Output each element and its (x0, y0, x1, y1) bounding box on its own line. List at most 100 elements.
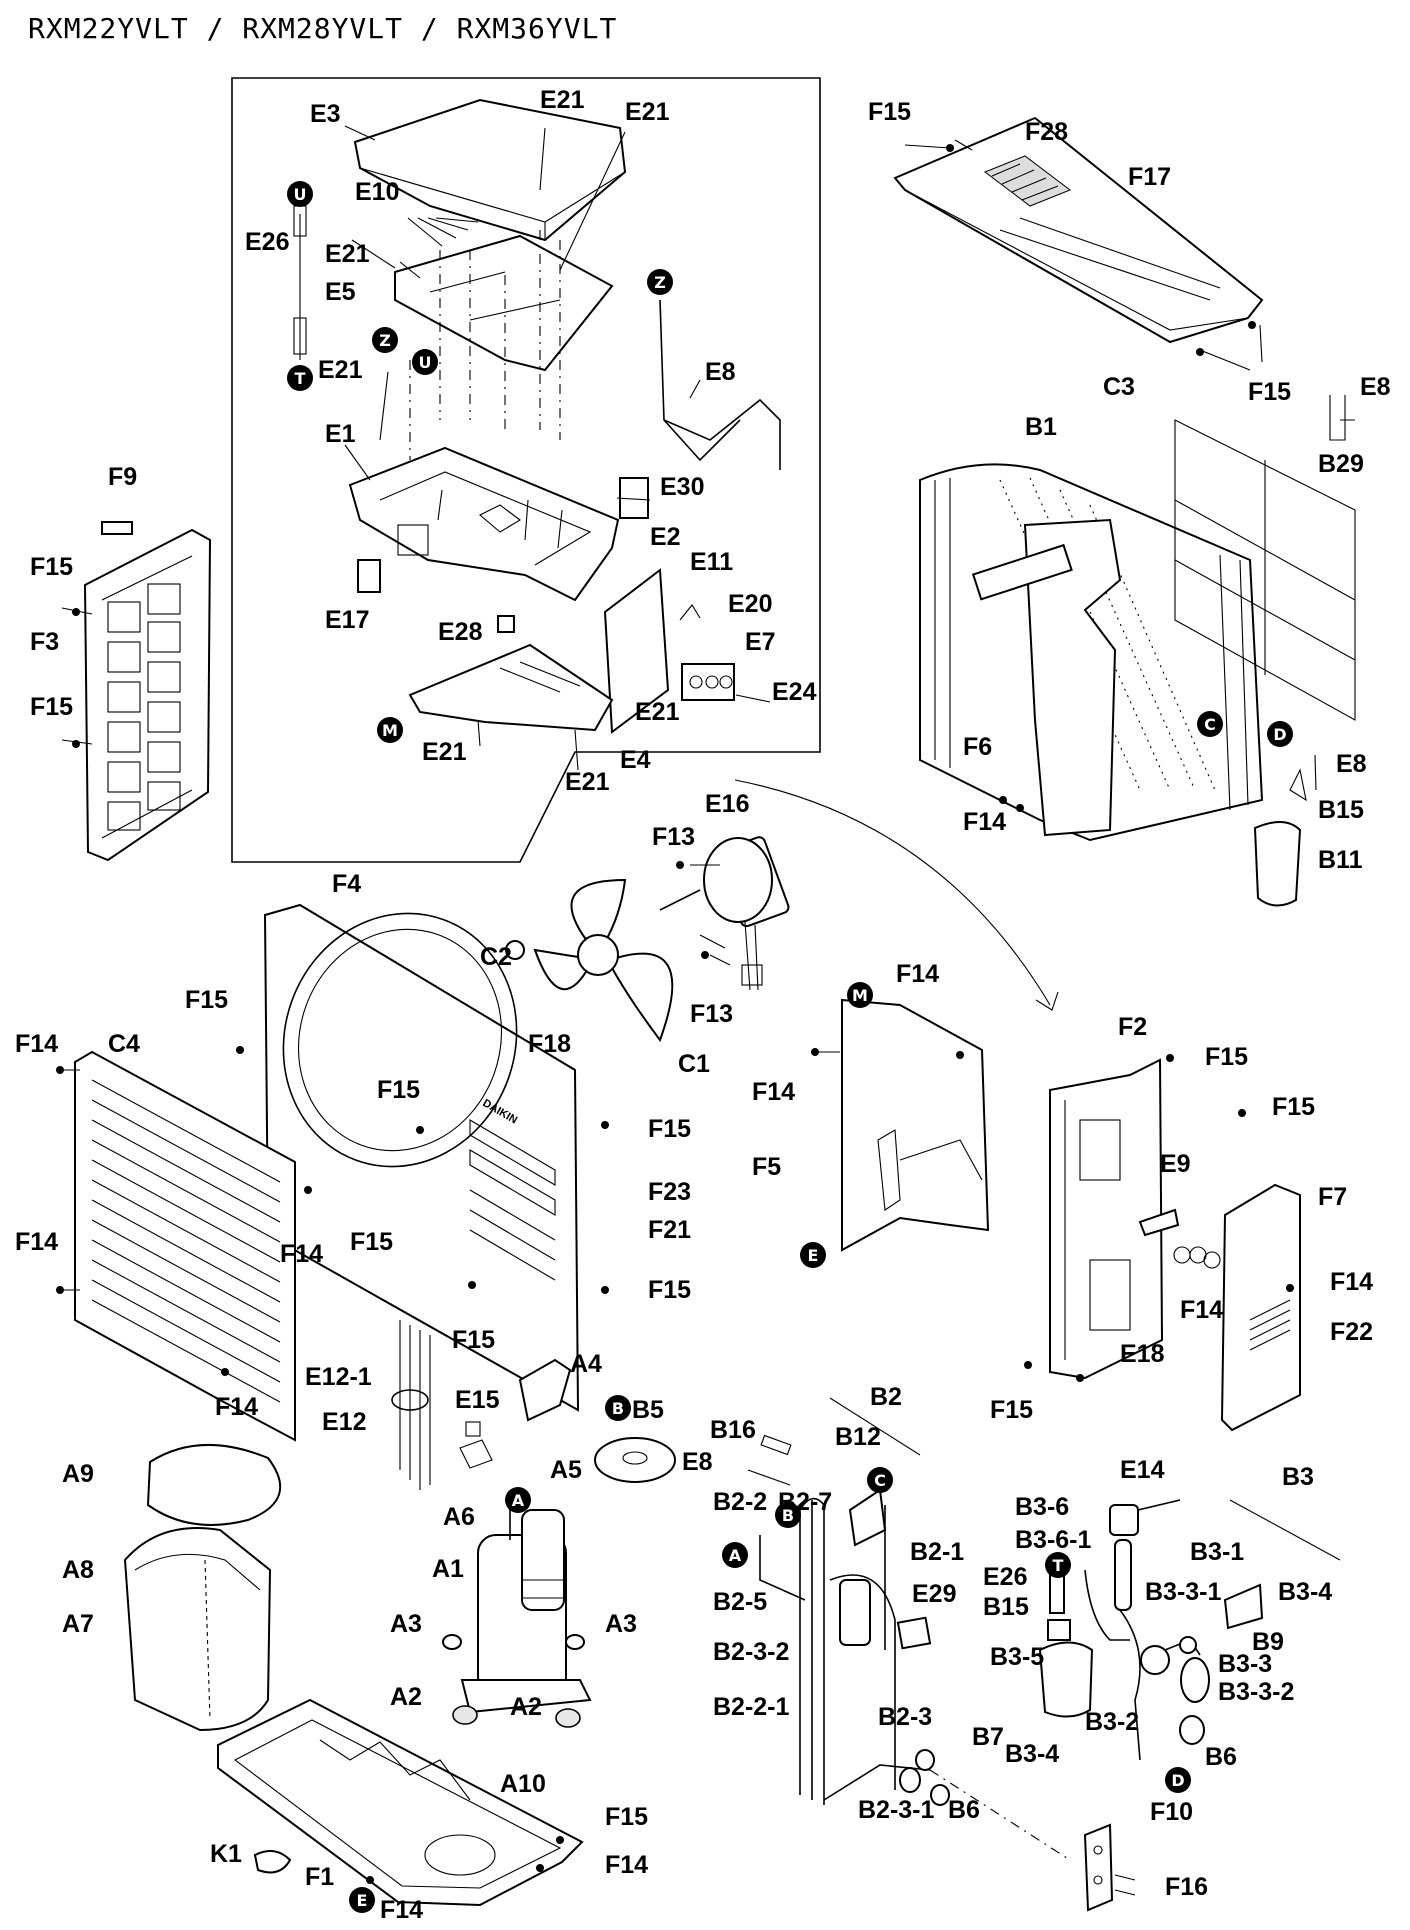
svg-text:T: T (295, 369, 306, 388)
part-e9-bracket (1138, 1208, 1180, 1237)
part-label-f17: F17 (1128, 163, 1171, 191)
part-f9 (101, 521, 133, 535)
part-c4-front-grille (74, 1050, 296, 1442)
part-label-a10: A10 (500, 1770, 546, 1798)
part-f6-plate (1023, 518, 1122, 837)
part-label-a8: A8 (62, 1556, 94, 1584)
part-label-e28: E28 (438, 618, 483, 646)
svg-text:U: U (294, 185, 307, 204)
part-label-b3-1: B3-1 (1190, 1538, 1244, 1566)
part-label-e26: E26 (245, 228, 289, 256)
connection-marker-a: A (722, 1542, 748, 1568)
part-label-b3-3-2: B3-3-2 (1218, 1678, 1294, 1706)
svg-text:U: U (419, 353, 432, 372)
part-a6 (459, 1439, 493, 1469)
part-e5-pcb (394, 234, 614, 372)
part-label-e1: E1 (325, 420, 356, 448)
part-label-e3: E3 (310, 100, 341, 128)
part-label-f15: F15 (648, 1115, 691, 1143)
part-label-f4: F4 (332, 870, 361, 898)
part-label-e10: E10 (355, 178, 399, 206)
connection-marker-t: T (287, 365, 313, 391)
part-e7-terminal (681, 663, 735, 701)
svg-text:M: M (852, 986, 868, 1005)
connection-marker-z: Z (372, 327, 398, 353)
part-label-b15: B15 (983, 1593, 1029, 1621)
part-e26-b15 (1049, 1574, 1065, 1614)
part-label-f23: F23 (648, 1178, 691, 1206)
connection-marker-d: D (1267, 721, 1293, 747)
part-label-f15: F15 (1272, 1093, 1315, 1121)
part-b3-4-a (1223, 1583, 1264, 1630)
connection-marker-a: A (505, 1487, 531, 1513)
svg-text:T: T (1053, 1556, 1064, 1575)
part-label-f6: F6 (963, 733, 992, 761)
part-label-f9: F9 (108, 463, 137, 491)
part-label-b2-5: B2-5 (713, 1588, 767, 1616)
part-label-f14: F14 (896, 960, 939, 988)
part-label-e16: E16 (705, 790, 749, 818)
part-k1 (253, 1850, 292, 1874)
part-label-e5: E5 (325, 278, 356, 306)
part-label-e11: E11 (690, 548, 733, 576)
part-b15 (1289, 768, 1307, 802)
part-label-e8: E8 (1360, 373, 1391, 401)
part-label-b6: B6 (1205, 1743, 1237, 1771)
part-e4-plate (408, 643, 614, 732)
part-label-f15: F15 (648, 1276, 691, 1304)
svg-text:A: A (729, 1546, 742, 1565)
part-label-f14: F14 (1180, 1296, 1223, 1324)
part-label-e21: E21 (325, 240, 370, 268)
part-a1-compressor (460, 1494, 592, 1714)
part-label-f14: F14 (215, 1393, 258, 1421)
connection-marker-e: E (349, 1887, 375, 1913)
part-label-f21: F21 (648, 1216, 691, 1244)
svg-text:B: B (612, 1399, 624, 1418)
part-label-b2-3: B2-3 (878, 1703, 932, 1731)
part-label-a4: A4 (570, 1350, 602, 1378)
part-label-k1: K1 (210, 1840, 242, 1868)
part-a2-cushions (452, 1705, 581, 1728)
connection-marker-d: D (1165, 1767, 1191, 1793)
part-label-e8: E8 (1336, 750, 1367, 778)
connection-marker-u: U (287, 181, 313, 207)
part-label-a3: A3 (605, 1610, 637, 1638)
assembly-arrow (734, 779, 1051, 1006)
part-label-b2-2: B2-2 (713, 1488, 767, 1516)
connection-marker-c: C (1197, 711, 1223, 737)
svg-text:B: B (782, 1506, 794, 1525)
part-label-e18: E18 (1120, 1340, 1165, 1368)
part-e28 (497, 615, 515, 633)
part-c3-wire-grille (1174, 419, 1356, 721)
part-label-b16: B16 (710, 1416, 756, 1444)
part-e15 (465, 1421, 481, 1437)
part-label-f3: F3 (30, 628, 59, 656)
part-label-e12-1: E12-1 (305, 1363, 372, 1391)
part-label-f14: F14 (280, 1240, 323, 1268)
part-label-f14: F14 (963, 808, 1006, 836)
part-label-f16: F16 (1165, 1873, 1208, 1901)
part-label-c3: C3 (1103, 373, 1135, 401)
part-label-e21: E21 (625, 98, 670, 126)
svg-text:Z: Z (654, 273, 666, 292)
part-label-e12: E12 (322, 1408, 366, 1436)
part-label-e20: E20 (728, 590, 772, 618)
part-b2-piping (747, 1434, 950, 1806)
part-label-b3-3: B3-3 (1218, 1650, 1272, 1678)
part-label-f15: F15 (350, 1228, 393, 1256)
svg-text:E: E (808, 1246, 819, 1265)
connection-marker-u: U (412, 349, 438, 375)
connection-marker-m: M (377, 717, 403, 743)
part-label-b1: B1 (1025, 413, 1057, 441)
part-label-f1: F1 (305, 1863, 334, 1891)
part-label-f15: F15 (990, 1396, 1033, 1424)
part-label-f14: F14 (1330, 1268, 1373, 1296)
connection-marker-b: B (775, 1502, 801, 1528)
part-e16-fan-motor (659, 836, 790, 991)
part-e12-wiring (399, 1320, 431, 1490)
part-label-b29: B29 (1318, 450, 1364, 478)
part-label-e8: E8 (682, 1448, 713, 1476)
part-e17 (357, 559, 381, 593)
